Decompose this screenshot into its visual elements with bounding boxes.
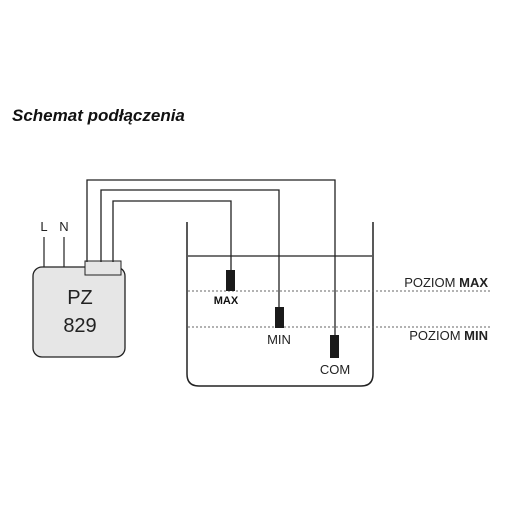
- level-max-prefix: POZIOM: [404, 275, 455, 290]
- max-wire: [112, 200, 232, 271]
- terminal-l-label: L: [40, 219, 47, 234]
- device-label-line2: 829: [63, 315, 96, 337]
- com-probe-label: COM: [320, 362, 350, 377]
- min-wire: [100, 189, 280, 308]
- pz829-device: [32, 266, 126, 358]
- com-wire: [86, 179, 336, 336]
- diagram-title: Schemat podłączenia: [12, 106, 185, 125]
- min-probe-label: MIN: [267, 332, 291, 347]
- device-connector: [84, 260, 122, 276]
- max-probe-label: MAX: [214, 295, 239, 307]
- level-min-word: MIN: [464, 328, 488, 343]
- com-probe: [330, 335, 339, 358]
- min-probe: [275, 307, 284, 328]
- tank: [186, 222, 374, 387]
- level-min-label: POZIOM MIN: [409, 328, 488, 343]
- level-min-prefix: POZIOM: [409, 328, 460, 343]
- level-max-word: MAX: [459, 275, 488, 290]
- level-max-label: POZIOM MAX: [404, 275, 488, 290]
- terminal-n-label: N: [59, 219, 68, 234]
- device-label-line1: PZ: [67, 287, 93, 309]
- max-probe: [226, 270, 235, 291]
